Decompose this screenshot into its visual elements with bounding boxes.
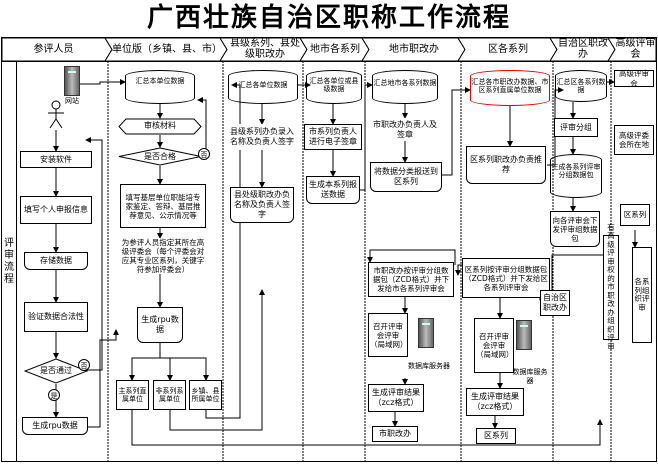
- senior-location-box: 高级评委会所在地: [614, 125, 654, 155]
- district-db-server-label: 数据库服务器: [512, 368, 548, 385]
- assign-committee-text: 为参评人员指定其所在高级评委会（每个评委会对应其专业区系列，关键字符参加评委会）: [118, 238, 208, 274]
- city-series-sign-box: 市系列负责人进行电子签章: [304, 124, 362, 150]
- page-title: 广西壮族自治区职称工作流程: [146, 3, 511, 33]
- senior-series-box: 区系列: [620, 204, 650, 226]
- store-data-box: 存储数据: [24, 252, 88, 270]
- lane-unit: 单位版（乡镇、县、市）: [112, 43, 222, 55]
- city-db-server-icon: [418, 318, 434, 348]
- city-office-sign-text: 市职改办负责人及签章: [370, 118, 440, 141]
- lane-header-bar: 参评人员 单位版（乡镇、县、市） 县级系列、县处级职改办 地市各系列 地市职改办…: [2, 37, 656, 61]
- no-marker: 否: [78, 359, 90, 371]
- region-grouping-box: 评审分组: [554, 118, 598, 137]
- unit-no-marker: 否: [198, 148, 210, 160]
- output-main-series-box: 主系列直属单位: [116, 380, 149, 410]
- county-office-sign-box: 县处级职改办负名称及负责人签字: [230, 187, 294, 223]
- output-township-box: 乡镇、县所属单位: [189, 380, 222, 410]
- city-db-server-label: 数据库服务器: [408, 362, 450, 370]
- person-icon: [48, 100, 64, 129]
- district-db-server-icon: [516, 320, 532, 350]
- city-office-send-box: 将数据分类报送到区系列: [370, 162, 442, 192]
- region-summary-cylinder: 汇总区各系列数据: [555, 70, 607, 102]
- website-label: 网站: [65, 97, 79, 105]
- review-materials-label: 审核材料: [144, 121, 176, 130]
- region-package-cylinder: 生成各系列评审分组数据包: [550, 154, 602, 198]
- fill-application-box: 填写个人申报信息: [20, 196, 92, 224]
- city-office-final-box: 市职改办: [372, 426, 418, 442]
- district-review-meeting-box: 召开评审会评审（局域网）: [474, 318, 514, 373]
- district-summary-cylinder: 汇总各市职改办数据、市区系列直属单位数据: [470, 70, 550, 106]
- city-result-box: 生成评审结果（zcz格式）: [368, 384, 424, 412]
- county-summary-cylinder: 汇总各单位数据: [228, 70, 298, 104]
- lane-senior: 高级评审会: [615, 38, 656, 60]
- side-label: 评审流程: [4, 238, 14, 285]
- yes-marker: 是: [48, 389, 60, 401]
- district-series-final-box: 区系列: [476, 428, 516, 444]
- passed-decision-diamond: [24, 358, 88, 384]
- city-series-submit-box: 生成本系列报送数据: [306, 176, 360, 204]
- region-send-box: 向各评审会下发评审组数据包: [550, 211, 600, 247]
- output-non-series-box: 非系列系属单位: [153, 380, 186, 410]
- review-materials-hexagon: [118, 118, 202, 135]
- lane-region-office: 自治区职改办: [558, 38, 608, 60]
- region-office-final-box: 自治区职改办: [540, 290, 570, 316]
- city-office-summary-cylinder: 汇总地市各系列数据: [372, 70, 438, 104]
- install-software-box: 安装软件: [20, 151, 92, 168]
- district-recommend-box: 区系列职改办负责推荐: [466, 146, 546, 184]
- county-series-sign-text: 县级系列办负录入名称及负责人签字: [227, 124, 297, 150]
- senior-note-box: 各系列组织评审: [632, 247, 652, 343]
- lane-city-office: 地市职改办: [389, 43, 439, 55]
- senior-committee-box: 高级评审会: [614, 69, 654, 88]
- lane-county: 县级系列、县处级职改办: [230, 38, 300, 60]
- city-review-meeting-box: 召开评审会评审（局域网）: [368, 313, 408, 357]
- website-server-icon: [64, 66, 80, 96]
- lane-district-series: 区各系列: [488, 43, 528, 55]
- lane-applicant: 参评人员: [33, 43, 74, 55]
- fill-opinions-box: 填写基层单位职能培专家鉴定、答辩、基层推荐意见、公示情况等: [120, 184, 206, 228]
- passed-decision-label: 是否通过: [40, 366, 72, 375]
- unit-summary-cylinder: 汇总本单位数据: [125, 70, 195, 104]
- district-group-box: 区系列按评审分组数据包（ZCD格式）并下发给区各系列评审会: [462, 258, 550, 298]
- lane-city-series: 地市各系列: [310, 43, 360, 55]
- generate-rpu-box: 生成rpu数据: [22, 417, 88, 435]
- unit-rpu-box: 生成rpu数据: [137, 307, 183, 343]
- validate-data-box: 验证数据合法性: [24, 302, 88, 332]
- district-result-box: 生成评审结果（zcz格式）: [466, 388, 524, 416]
- city-series-summary-cylinder: 汇总各单位或县级数据: [306, 70, 362, 104]
- qualified-decision-diamond: [118, 147, 202, 166]
- qualified-decision-label: 是否合格: [144, 152, 176, 161]
- region-note-box: 有高级评审权的市职改办组织评审: [603, 223, 619, 351]
- city-office-group-box: 市职改办按评审分组数据包（ZCD格式）并下发给市各系列评审会: [368, 262, 454, 297]
